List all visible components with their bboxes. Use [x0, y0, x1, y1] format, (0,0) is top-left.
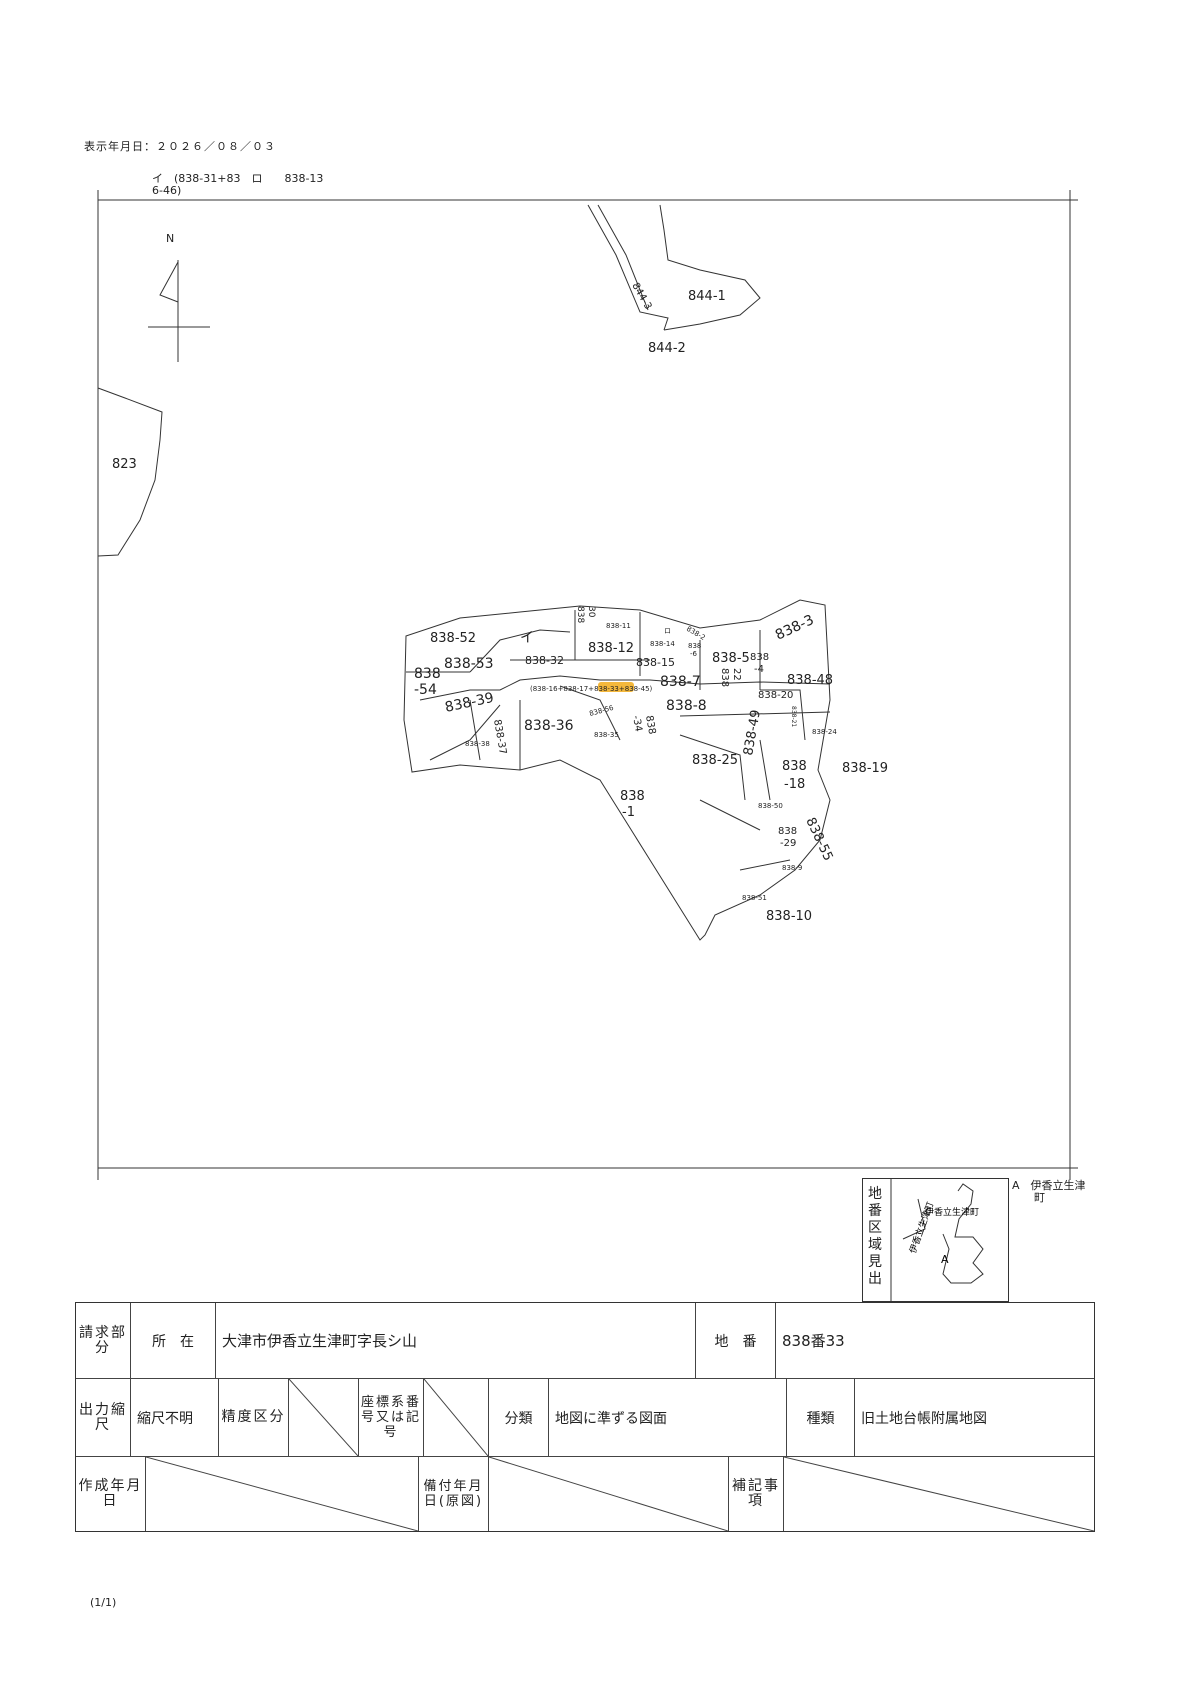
- requester-label: 請求部分: [76, 1303, 131, 1379]
- location-label: 所 在: [131, 1303, 216, 1379]
- parcel-823-boundary: [97, 387, 163, 557]
- parcel-838-15: 838-15: [636, 656, 675, 669]
- display-date: 表示年月日：２０２６／０８／０３: [84, 140, 276, 153]
- parcel-838-51: 838-51: [742, 894, 767, 902]
- parcel-838-6a: 838: [688, 642, 701, 650]
- parcel-838-55: 838-55: [802, 815, 835, 863]
- map-frame: [97, 190, 1078, 1180]
- strip-suffix: -45): [638, 685, 652, 693]
- class-value: 地図に準ずる図面: [549, 1379, 787, 1457]
- parcel-838-6b: -6: [690, 650, 698, 658]
- parcel-823: 823: [112, 457, 137, 472]
- parcel-i: イ: [520, 630, 534, 646]
- parcel-838-10: 838-10: [766, 909, 812, 924]
- north-label: N: [166, 232, 174, 245]
- strip-highlight2: 838: [625, 685, 638, 693]
- filed-label: 備付年月日(原図): [419, 1457, 489, 1531]
- strip-highlight: 838-33: [594, 685, 619, 693]
- parcel-838-3: 838-3: [773, 612, 817, 644]
- parcel-838-53: 838-53: [444, 656, 494, 672]
- lot-value: 838番33: [776, 1303, 1094, 1379]
- type-label: 種類: [787, 1379, 855, 1457]
- scale-label: 出力縮尺: [76, 1379, 131, 1457]
- parcel-838-22b: 22: [731, 668, 742, 681]
- parcel-838-18b: -18: [784, 777, 805, 792]
- parcel-838-30a: 838: [575, 606, 585, 623]
- remarks-label: 補記事項: [729, 1457, 784, 1531]
- parcel-838-19: 838-19: [842, 761, 888, 776]
- parcel-838-24: 838-24: [812, 728, 837, 736]
- parcel-838-20: 838-20: [758, 690, 793, 701]
- parcel-844-group: [587, 204, 761, 331]
- form-table: 請求部分 所 在 大津市伊香立生津町字長シ山 地 番 838番33 出力縮尺 縮…: [75, 1302, 1095, 1532]
- combined-strip-label: (838-16+838-17+838-33+838-45): [530, 685, 653, 693]
- parcel-838-9: 838-9: [782, 864, 802, 872]
- lot-label: 地 番: [696, 1303, 776, 1379]
- parcel-838-32: 838-32: [525, 654, 564, 667]
- strip-middle: +: [619, 685, 625, 693]
- coord-label: 座標系番号又は記号: [359, 1379, 424, 1457]
- inset-label-b: 伊香立生津町: [925, 1206, 979, 1218]
- parcel-838-50: 838-50: [758, 802, 783, 810]
- parcel-844-1: 844-1: [688, 289, 726, 304]
- parcel-838-38: 838-38: [465, 740, 490, 748]
- cadastral-map: N 844-1 844-3 844-2 823 (838-16+838-17+8…: [97, 190, 1078, 1180]
- parcel-838-35: 838-35: [594, 731, 619, 739]
- created-value-empty: [146, 1457, 419, 1531]
- parcel-838-8: 838-8: [666, 698, 707, 714]
- parcel-838-11: 838-11: [606, 622, 631, 630]
- parcel-838-22a: 838: [719, 668, 730, 687]
- location-value: 大津市伊香立生津町字長シ山: [216, 1303, 696, 1379]
- inset-marker-a: A: [941, 1253, 949, 1266]
- parcel-838-29a: 838: [778, 826, 797, 837]
- parcel-838-52: 838-52: [430, 631, 476, 646]
- parcel-838-4b: -4: [754, 664, 764, 675]
- precision-value-empty: [289, 1379, 359, 1457]
- parcel-838-49: 838-49: [741, 709, 764, 757]
- parcel-844-2: 844-2: [648, 341, 686, 356]
- parcel-838-36: 838-36: [524, 718, 574, 734]
- parcel-838-34b: -34: [630, 715, 644, 733]
- parcel-838-7: 838-7: [660, 674, 701, 690]
- parcel-838-5: 838-5: [712, 651, 750, 666]
- parcel-838-29b: -29: [780, 838, 796, 849]
- filed-value-empty: [489, 1457, 729, 1531]
- scale-value: 縮尺不明: [131, 1379, 219, 1457]
- parcel-838-1b: -1: [622, 805, 635, 820]
- inset-map: 伊香立生津町 伊香立生津町 A: [890, 1179, 984, 1301]
- inset-legend: A 伊香立生津 町: [1012, 1179, 1086, 1204]
- parcel-cluster: [403, 599, 831, 941]
- parcel-838-1a: 838: [620, 789, 645, 804]
- area-index-inset: 伊香立生津町 伊香立生津町 A: [862, 1178, 1009, 1302]
- parcel-838-54a: 838: [414, 666, 441, 682]
- parcel-838-4a: 838: [750, 652, 769, 663]
- parcel-838-56: 838-56: [588, 704, 615, 718]
- created-label: 作成年月日: [76, 1457, 146, 1531]
- highlight-838-33: [598, 682, 634, 692]
- parcel-838-21: 838-21: [790, 706, 797, 727]
- parcel-838-14: 838-14: [650, 640, 675, 648]
- remarks-value-empty: [784, 1457, 1094, 1531]
- parcel-838-54b: -54: [414, 682, 437, 698]
- page-number: (1/1): [90, 1596, 117, 1609]
- note-line1: イ (838-31+83 ロ 838-13: [152, 172, 324, 185]
- type-value: 旧土地台帳附属地図: [855, 1379, 1094, 1457]
- parcel-838-25: 838-25: [692, 753, 738, 768]
- inset-title: 地番区域見出: [868, 1186, 882, 1287]
- parcel-838-30b: 30: [586, 606, 596, 618]
- north-arrow: [148, 260, 210, 362]
- parcel-838-37: 838-37: [491, 719, 508, 756]
- note-i-ro: イ (838-31+83 ロ 838-13 6-46): [152, 173, 323, 197]
- strip-prefix: (838-16+838-17+: [530, 685, 594, 693]
- coord-value-empty: [424, 1379, 489, 1457]
- parcel-838-18a: 838: [782, 759, 807, 774]
- parcel-838-34a: 838: [643, 715, 657, 736]
- parcel-ro: ロ: [664, 627, 671, 635]
- precision-label: 精度区分: [219, 1379, 289, 1457]
- parcel-838-12: 838-12: [588, 641, 634, 656]
- class-label: 分類: [489, 1379, 549, 1457]
- parcel-838-48: 838-48: [787, 673, 833, 688]
- note-line2: 6-46): [152, 184, 182, 197]
